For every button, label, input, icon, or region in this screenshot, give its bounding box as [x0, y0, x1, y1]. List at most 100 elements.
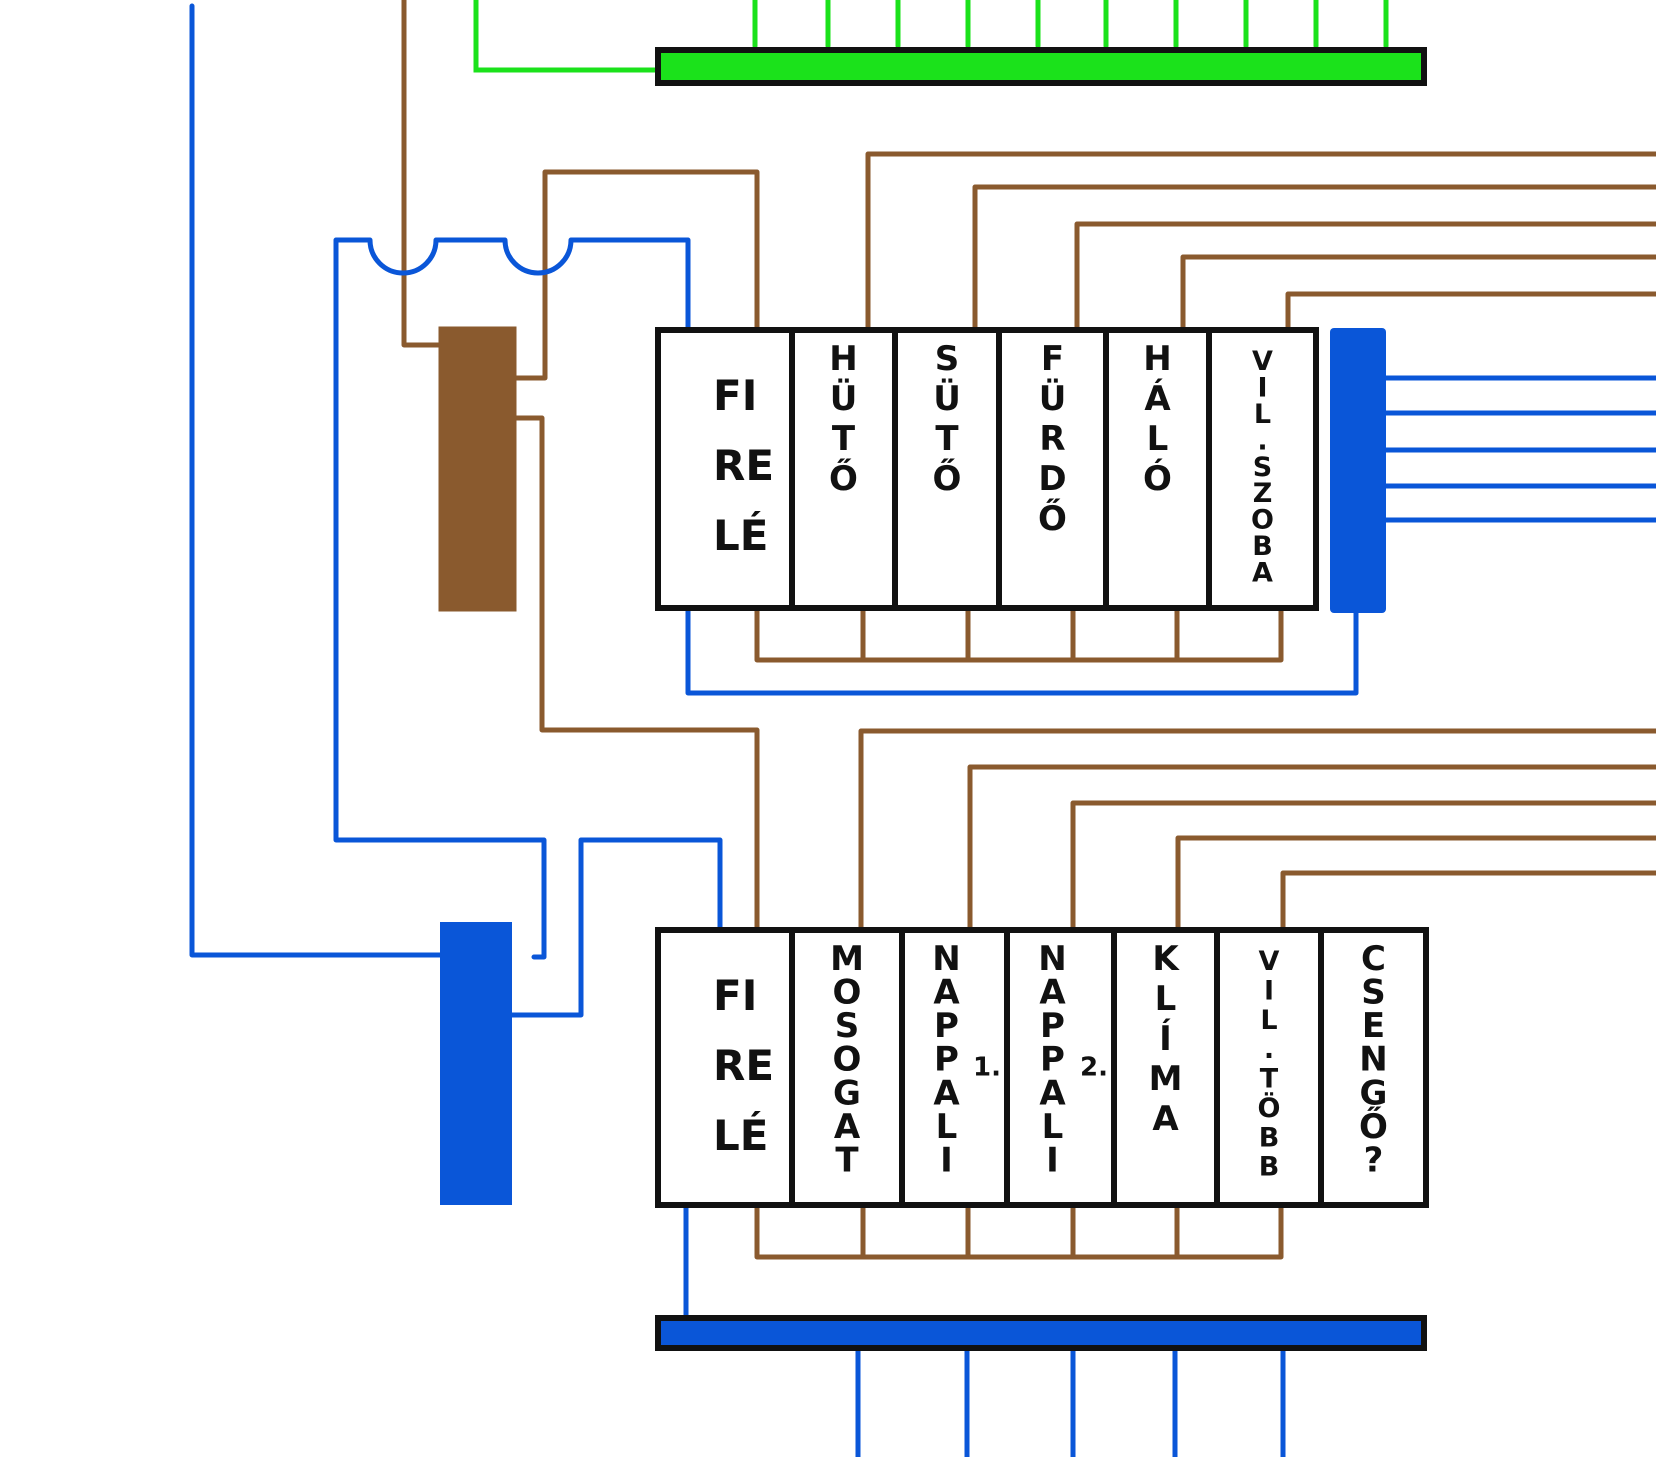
phase-lower-rcd-feed: [512, 415, 760, 935]
breaker-label-char: Ő: [1359, 1106, 1388, 1147]
breaker-label-char: Ö: [1258, 1091, 1281, 1124]
phase-outgoing-wire: [1074, 221, 1656, 331]
breaker-label-char: LÉ: [713, 1110, 768, 1160]
breaker-label-char: Í: [1159, 1018, 1172, 1059]
breaker-label-char: G: [1360, 1073, 1388, 1113]
breaker-label-char: N: [932, 939, 960, 979]
breaker-label-char: I: [1257, 372, 1267, 403]
phase-outgoing-wire: [1280, 870, 1656, 935]
breaker-label-char: B: [1259, 1122, 1280, 1153]
earth-wiring: [473, 0, 1389, 73]
breaker-label-char: A: [1252, 558, 1273, 589]
breaker-label-char: Ő: [933, 458, 962, 499]
breaker-label-char: L: [1254, 399, 1271, 430]
breaker-label-char: A: [834, 1107, 861, 1147]
breaker-label-char: P: [934, 1006, 959, 1046]
breaker-label-char: Á: [1144, 378, 1171, 419]
phase-bridge-upper: [754, 605, 1284, 663]
neutral-upper-return: [685, 607, 1359, 696]
breaker-body: [1111, 927, 1220, 1208]
breaker-label-char: L: [1042, 1107, 1064, 1147]
breaker-label-char: T: [835, 1140, 859, 1180]
neutral-wiring: [189, 3, 1656, 1457]
breaker-label-char: Z: [1253, 478, 1273, 509]
neutral-upper-rcd-feed: [333, 237, 691, 960]
phase-bridge-lower: [754, 1202, 1284, 1260]
breaker-label-char: A: [1039, 973, 1066, 1013]
breaker-label-char: Ő: [1038, 498, 1067, 539]
phase-outgoing-wire: [972, 184, 1656, 331]
breaker-label-char: C: [1361, 939, 1386, 979]
breaker-label-char: I: [1264, 975, 1274, 1006]
neutral-upper-busbar: [1330, 328, 1386, 613]
neutral-distribution-block: [440, 922, 512, 1205]
breaker-label-char: O: [833, 973, 862, 1013]
breaker-body: [1103, 327, 1212, 611]
breaker-label-char: B: [1259, 1152, 1280, 1183]
breaker-label-char: P: [934, 1040, 959, 1080]
breaker-label-char: I: [1046, 1140, 1059, 1180]
breaker-label-char: L: [1260, 1005, 1277, 1036]
breaker-body: [655, 927, 795, 1208]
breaker-label-char: FI: [713, 371, 757, 420]
breaker-label-char: Ó: [1143, 458, 1172, 499]
breaker-label-char: P: [1040, 1006, 1065, 1046]
breaker-label-char: O: [1251, 505, 1274, 536]
breaker-label-char: L: [1155, 979, 1177, 1019]
breaker-module: FI RE LÉ: [655, 927, 795, 1208]
breaker-index-label: 2.: [1080, 1053, 1108, 1083]
breaker-label-char: D: [1038, 459, 1066, 499]
breaker-label-char: O: [833, 1040, 862, 1080]
breaker-label-char: V: [1252, 346, 1273, 377]
earth-busbar: [655, 47, 1427, 86]
phase-outgoing-wire: [1285, 291, 1656, 331]
phase-outgoing-wire: [858, 728, 1656, 935]
breaker-label-char: S: [1253, 452, 1272, 483]
breaker-label-char: N: [1359, 1040, 1387, 1080]
breaker-label-char: .: [1257, 425, 1267, 456]
breaker-label-char: N: [1038, 939, 1066, 979]
breaker-body: [789, 327, 898, 611]
breaker-body: [1004, 927, 1117, 1208]
breaker-body: [655, 327, 795, 611]
neutral-lower-busbar: [655, 1315, 1427, 1351]
breaker-label-char: F: [1041, 339, 1064, 379]
breaker-label-char: Ü: [933, 378, 961, 419]
phase-upper-rcd-feed: [512, 169, 760, 381]
breaker-label-char: Ü: [830, 378, 858, 419]
breaker-label-char: Ü: [1039, 378, 1067, 419]
breaker-label-char: RE: [713, 1041, 774, 1090]
breaker-label-char: L: [1147, 419, 1169, 459]
earth-feed-wire: [473, 0, 663, 73]
breaker-body: [1206, 327, 1319, 611]
breaker-label-char: G: [833, 1073, 861, 1113]
breaker-label-char: P: [1040, 1040, 1065, 1080]
breaker-label-char: V: [1259, 946, 1280, 977]
breaker-label-char: FI: [713, 971, 757, 1020]
breaker-label-char: Ő: [829, 458, 858, 499]
breaker-label-char: M: [830, 939, 864, 979]
phase-distribution-block: [438, 326, 517, 612]
breaker-label-char: S: [1361, 973, 1386, 1013]
breaker-label-char: H: [829, 339, 857, 379]
breaker-label-char: LÉ: [713, 510, 768, 560]
breaker-label-char: A: [933, 1073, 960, 1113]
breaker-label-char: .: [1264, 1034, 1274, 1065]
breaker-label-char: S: [935, 339, 960, 379]
breaker-label-char: R: [1039, 419, 1065, 459]
breaker-body: [1318, 927, 1429, 1208]
breaker-index-label: 1.: [973, 1053, 1001, 1083]
breaker-label-char: T: [1260, 1064, 1279, 1095]
breaker-label-char: I: [940, 1140, 953, 1180]
